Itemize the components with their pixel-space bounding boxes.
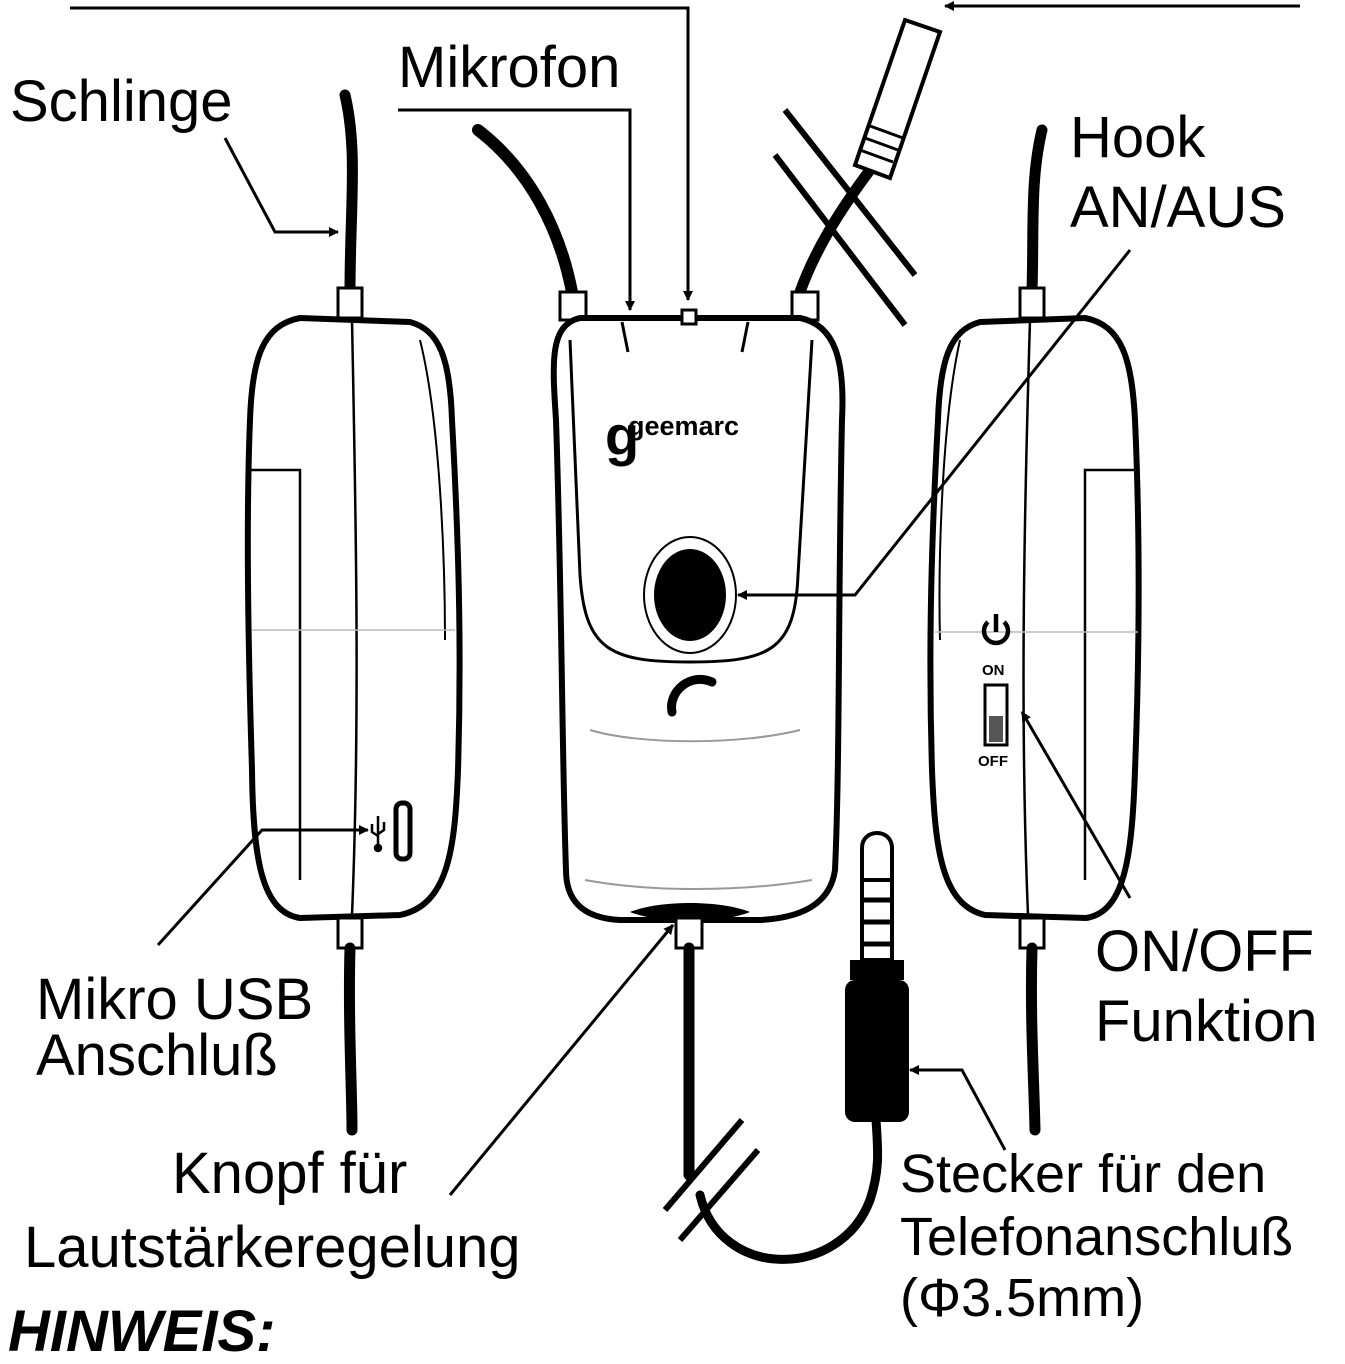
usb-leader bbox=[156, 825, 369, 947]
cable-break-mark bbox=[662, 1118, 745, 1212]
label-usb-line2: Anschluß bbox=[36, 1023, 278, 1088]
cable-break-mark bbox=[772, 153, 908, 327]
top-leader-line bbox=[70, 6, 693, 301]
left-top-cable bbox=[339, 89, 358, 296]
phone-jack-plug bbox=[845, 831, 909, 1122]
jack-body bbox=[845, 980, 909, 1122]
center-top-plug bbox=[852, 17, 943, 181]
power-icon bbox=[981, 614, 1011, 646]
center-inner-panel bbox=[568, 339, 814, 664]
stecker-leader bbox=[909, 1065, 1007, 1151]
onoff-leader bbox=[1020, 711, 1132, 899]
plug-groove bbox=[864, 136, 899, 152]
usb-port bbox=[393, 800, 413, 862]
mic-slot bbox=[620, 321, 630, 353]
right-bottom-cable-connector bbox=[1018, 916, 1046, 950]
switch-off-label: OFF bbox=[978, 753, 1008, 770]
right-inner-panel bbox=[1083, 468, 1138, 880]
center-front-view: g geemarc bbox=[472, 17, 943, 1264]
center-lower-contour bbox=[584, 879, 813, 890]
schlinge-leader bbox=[223, 137, 339, 237]
volume-knob bbox=[630, 903, 750, 921]
svg-text:g: g bbox=[605, 404, 639, 467]
label-stecker-line2: Telefonanschluß bbox=[900, 1207, 1294, 1267]
hook-leader bbox=[737, 249, 1132, 600]
label-hook-line2: AN/AUS bbox=[1070, 175, 1286, 240]
usb-icon bbox=[370, 816, 386, 853]
knopf-leader bbox=[448, 924, 675, 1196]
cable-loop bbox=[695, 1115, 883, 1264]
label-knopf-line2: Lautstärkeregelung bbox=[24, 1215, 521, 1280]
left-seam-line bbox=[350, 319, 358, 916]
cable-break-mark bbox=[677, 1148, 761, 1242]
switch-on-label: ON bbox=[982, 662, 1005, 679]
label-hook-line1: Hook bbox=[1070, 105, 1206, 170]
plug-groove bbox=[869, 124, 904, 140]
left-inner-curve bbox=[419, 339, 446, 641]
right-inner-curve bbox=[938, 339, 961, 641]
label-knopf-line1: Knopf für bbox=[172, 1141, 408, 1206]
label-onoff-line1: ON/OFF bbox=[1095, 919, 1315, 984]
left-bottom-cable bbox=[343, 942, 358, 1136]
right-bottom-cable bbox=[1025, 942, 1041, 1136]
mikrofon-leader bbox=[398, 108, 635, 311]
phone-handset-icon bbox=[667, 674, 717, 717]
label-stecker-line3: (Φ3.5mm) bbox=[900, 1268, 1145, 1328]
microphone-hole bbox=[680, 308, 698, 326]
label-hinweis: HINWEIS: bbox=[8, 1299, 276, 1364]
label-usb-line1: Mikro USB bbox=[36, 967, 314, 1032]
left-side-view bbox=[244, 89, 463, 1136]
label-onoff-line2: Funktion bbox=[1095, 989, 1318, 1054]
right-side-view: ON OFF bbox=[927, 124, 1142, 1136]
right-top-cable bbox=[1026, 124, 1048, 296]
brand-logo: g geemarc bbox=[605, 404, 739, 467]
brand-logo-text: geemarc bbox=[628, 411, 739, 441]
label-mikrofon: Mikrofon bbox=[398, 35, 621, 100]
onoff-switch-knob bbox=[989, 716, 1003, 742]
right-body-outline bbox=[927, 314, 1142, 922]
right-top-cable-connector bbox=[1018, 286, 1046, 320]
hook-button bbox=[654, 549, 726, 641]
jack-collar bbox=[850, 960, 904, 980]
center-left-cable bbox=[472, 124, 578, 298]
label-stecker-line1: Stecker für den bbox=[900, 1144, 1267, 1204]
right-seam-line bbox=[1022, 319, 1032, 916]
left-inner-panel bbox=[248, 468, 302, 880]
plug-groove bbox=[859, 148, 894, 164]
left-top-cable-connector bbox=[336, 286, 364, 320]
cable-break-mark bbox=[782, 108, 918, 277]
label-schlinge: Schlinge bbox=[10, 69, 233, 134]
center-lower-contour bbox=[589, 729, 801, 743]
jack-tip bbox=[860, 831, 894, 882]
mic-slot bbox=[740, 321, 750, 353]
